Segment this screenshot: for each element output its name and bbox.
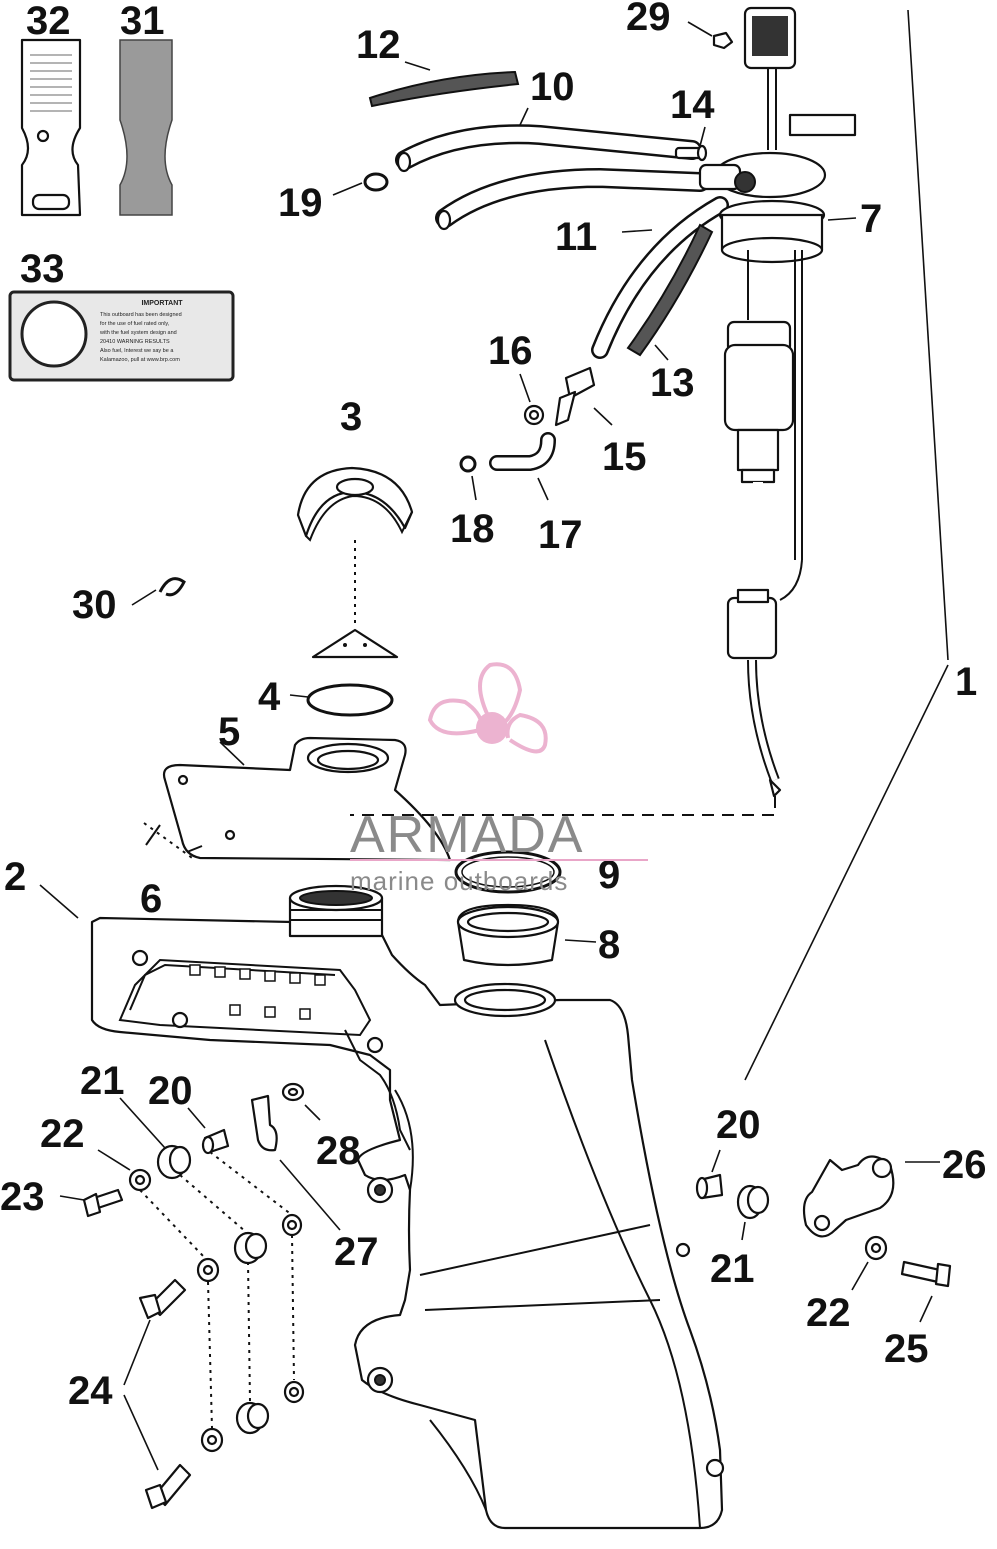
- callout-11: 11: [555, 215, 597, 259]
- callout-14: 14: [670, 83, 715, 127]
- callout-19: 19: [278, 181, 323, 225]
- part-2-fuel-tank: [90, 884, 725, 1530]
- callout-15: 15: [602, 435, 647, 479]
- callout-24: 24: [68, 1369, 113, 1413]
- left-fastener-group: [82, 1128, 305, 1510]
- callout-1: 1: [955, 660, 977, 704]
- callout-22b: 22: [806, 1291, 851, 1335]
- callout-20a: 20: [148, 1069, 193, 1113]
- part-11-fuel-hose: [435, 167, 729, 359]
- label-33-line-6: Kalamazoo, pull at www.brp.com: [100, 357, 180, 363]
- part-14-fitting: [674, 144, 708, 162]
- part-9-seal-ring: [454, 850, 562, 894]
- part-5-filler-neck-plate: [143, 736, 452, 862]
- callout-27: 27: [334, 1230, 379, 1274]
- label-33-heading: IMPORTANT: [141, 300, 183, 307]
- part-28-washer: [281, 1082, 305, 1102]
- part-32-decal-tag: [20, 38, 82, 217]
- part-29-nut: [712, 31, 734, 50]
- callout-21a: 21: [80, 1059, 125, 1103]
- label-33-line-5: Also fuel, Interest we say be a: [100, 348, 174, 354]
- callout-4: 4: [258, 675, 281, 719]
- part-30-clip: [158, 577, 186, 597]
- callout-33: 33: [20, 247, 65, 291]
- part-17-elbow-hose: [489, 432, 556, 471]
- watermark-tagline: marine outboards: [350, 866, 568, 896]
- callout-30: 30: [72, 583, 117, 627]
- part-7-fuel-pump-assembly: [698, 6, 857, 798]
- label-33-line-3: with the fuel system design and: [99, 330, 177, 336]
- callout-20b: 20: [716, 1103, 761, 1147]
- right-fastener-group: [695, 1155, 952, 1288]
- part-15-connector: [554, 366, 596, 427]
- part-12-mesh-sleeve: [368, 70, 520, 108]
- part-31-grey-decal: [119, 39, 173, 216]
- callout-21b: 21: [710, 1247, 755, 1291]
- callout-26: 26: [942, 1143, 987, 1187]
- callout-18: 18: [450, 507, 495, 551]
- callout-16: 16: [488, 329, 533, 373]
- callout-2: 2: [4, 855, 26, 899]
- part-13-mesh-sleeve: [626, 223, 714, 357]
- callout-12: 12: [356, 23, 401, 67]
- part-8-grommet: [456, 903, 560, 967]
- callout-29: 29: [626, 0, 671, 39]
- part-16-nut: [523, 404, 545, 426]
- callout-13: 13: [650, 361, 695, 405]
- callout-7: 7: [860, 197, 882, 241]
- part-18-small-clamp: [459, 455, 477, 473]
- callout-31: 31: [120, 0, 165, 43]
- label-33-line-4: 20410 WARNING RESULTS: [100, 339, 170, 345]
- part-3-fuel-cap: [296, 466, 414, 659]
- callout-32: 32: [26, 0, 71, 43]
- callout-17: 17: [538, 513, 583, 557]
- callout-10: 10: [530, 65, 575, 109]
- part-33-important-label: IMPORTANT This outboard has been designe…: [8, 290, 235, 382]
- callout-5: 5: [218, 710, 240, 754]
- watermark-logo: [427, 662, 548, 754]
- callout-23: 23: [0, 1175, 45, 1219]
- label-33-line-2: for the use of fuel rated only,: [100, 321, 170, 327]
- callout-25: 25: [884, 1327, 929, 1371]
- part-4-o-ring: [306, 683, 394, 717]
- callout-9: 9: [598, 853, 620, 897]
- watermark-brand: ARMADA: [350, 806, 584, 864]
- label-33-line-1: This outboard has been designed: [100, 312, 182, 318]
- callout-3: 3: [340, 395, 362, 439]
- callout-6: 6: [140, 877, 162, 921]
- callout-22a: 22: [40, 1112, 85, 1156]
- part-27-bracket-clip: [250, 1094, 278, 1152]
- callout-8: 8: [598, 923, 620, 967]
- part-10-fuel-hose: [395, 124, 702, 173]
- part-19-hose-clamp: [363, 172, 389, 192]
- callout-28: 28: [316, 1129, 361, 1173]
